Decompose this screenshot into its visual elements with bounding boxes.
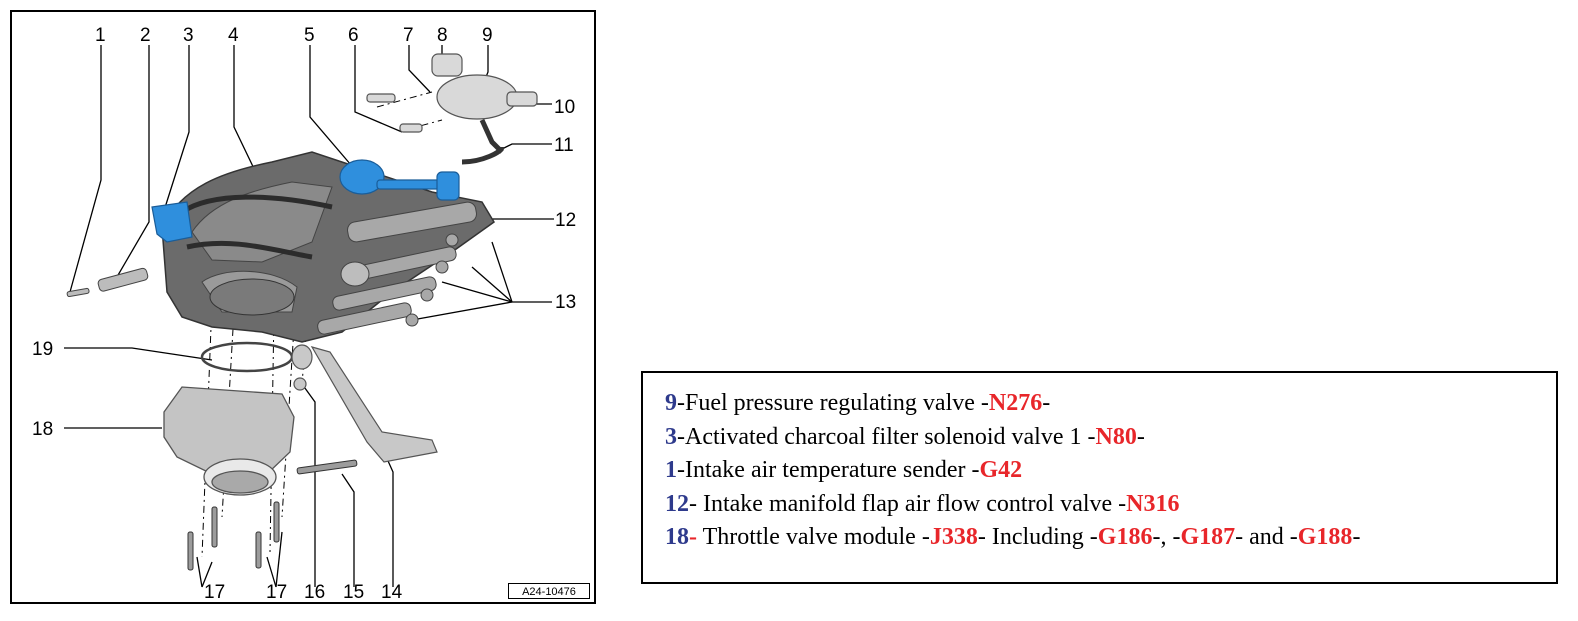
legend-code: N80 <box>1095 423 1137 450</box>
legend-code: G187 <box>1180 524 1236 550</box>
callout-3: 3 <box>183 25 194 46</box>
fuel-rail <box>317 201 477 335</box>
exploded-view-illustration <box>64 45 554 588</box>
blue-solenoid-valves <box>151 159 460 243</box>
legend-number-suffix: - <box>689 524 697 550</box>
legend-text: - and - <box>1235 524 1298 550</box>
legend-code: J338 <box>929 524 978 550</box>
legend-number: 18 <box>665 524 689 550</box>
callout-11: 11 <box>554 135 574 156</box>
legend-code: G186 <box>1097 524 1153 550</box>
legend-text: -Fuel pressure regulating valve - <box>677 390 989 416</box>
legend-text: Throttle valve module - <box>697 524 930 550</box>
legend-text: - Intake manifold flap air flow control … <box>689 490 1127 517</box>
legend-line-18: 18- Throttle valve module -J338- Includi… <box>665 521 1556 555</box>
intake-manifold <box>161 151 495 343</box>
legend-suffix: - <box>1042 390 1051 416</box>
legend-line-3: 3-Activated charcoal filter solenoid val… <box>665 421 1556 455</box>
leader-lines <box>64 45 554 588</box>
legend-code: N276 <box>988 390 1043 416</box>
callout-10: 10 <box>554 97 576 118</box>
support-bracket <box>291 344 438 463</box>
callout-16: 16 <box>304 582 326 603</box>
high-pressure-fuel-pump <box>366 53 538 165</box>
bolts <box>187 459 358 571</box>
legend-line-9: 9-Fuel pressure regulating valve -N276- <box>665 387 1556 421</box>
callout-2: 2 <box>140 25 151 46</box>
legend-code: G188 <box>1297 524 1353 550</box>
legend-text: - Including - <box>977 524 1098 550</box>
callout-4: 4 <box>228 25 239 46</box>
callout-17-left: 17 <box>204 582 226 603</box>
reference-id-label: A24-10476 <box>508 583 590 599</box>
seal-ring <box>200 341 294 373</box>
legend-line-1: 1-Intake air temperature sender -G42 <box>665 454 1556 488</box>
callout-14: 14 <box>381 582 403 603</box>
callout-6: 6 <box>348 25 359 46</box>
legend-suffix: - <box>1352 524 1361 550</box>
callout-13: 13 <box>555 292 577 313</box>
legend-number: 9 <box>665 390 677 416</box>
diagram-frame: 1 2 3 4 5 6 7 8 9 10 11 12 13 19 18 17 1… <box>10 10 596 604</box>
legend-line-12: 12- Intake manifold flap air flow contro… <box>665 488 1556 522</box>
callout-7: 7 <box>403 25 414 46</box>
legend-number: 3 <box>665 423 677 450</box>
legend-number: 1 <box>665 457 677 483</box>
callout-19: 19 <box>32 339 54 360</box>
callout-1: 1 <box>95 25 106 46</box>
legend-code: G42 <box>979 457 1023 483</box>
callout-8: 8 <box>437 25 448 46</box>
legend-box: 9-Fuel pressure regulating valve -N276 - … <box>641 371 1558 584</box>
temperature-sender <box>66 267 149 298</box>
callout-18: 18 <box>32 419 54 440</box>
legend-text: -Intake air temperature sender - <box>677 457 980 483</box>
callout-9: 9 <box>482 25 493 46</box>
legend-text: -Activated charcoal filter solenoid valv… <box>677 423 1096 450</box>
legend-number: 12 <box>665 490 689 517</box>
callout-5: 5 <box>304 25 315 46</box>
callout-12: 12 <box>555 210 577 231</box>
callout-17-right: 17 <box>266 582 288 603</box>
callout-15: 15 <box>343 582 365 603</box>
throttle-valve-module <box>163 386 295 496</box>
legend-suffix: - <box>1136 423 1145 450</box>
legend-text: -, - <box>1152 524 1181 550</box>
legend-code: N316 <box>1126 490 1180 517</box>
